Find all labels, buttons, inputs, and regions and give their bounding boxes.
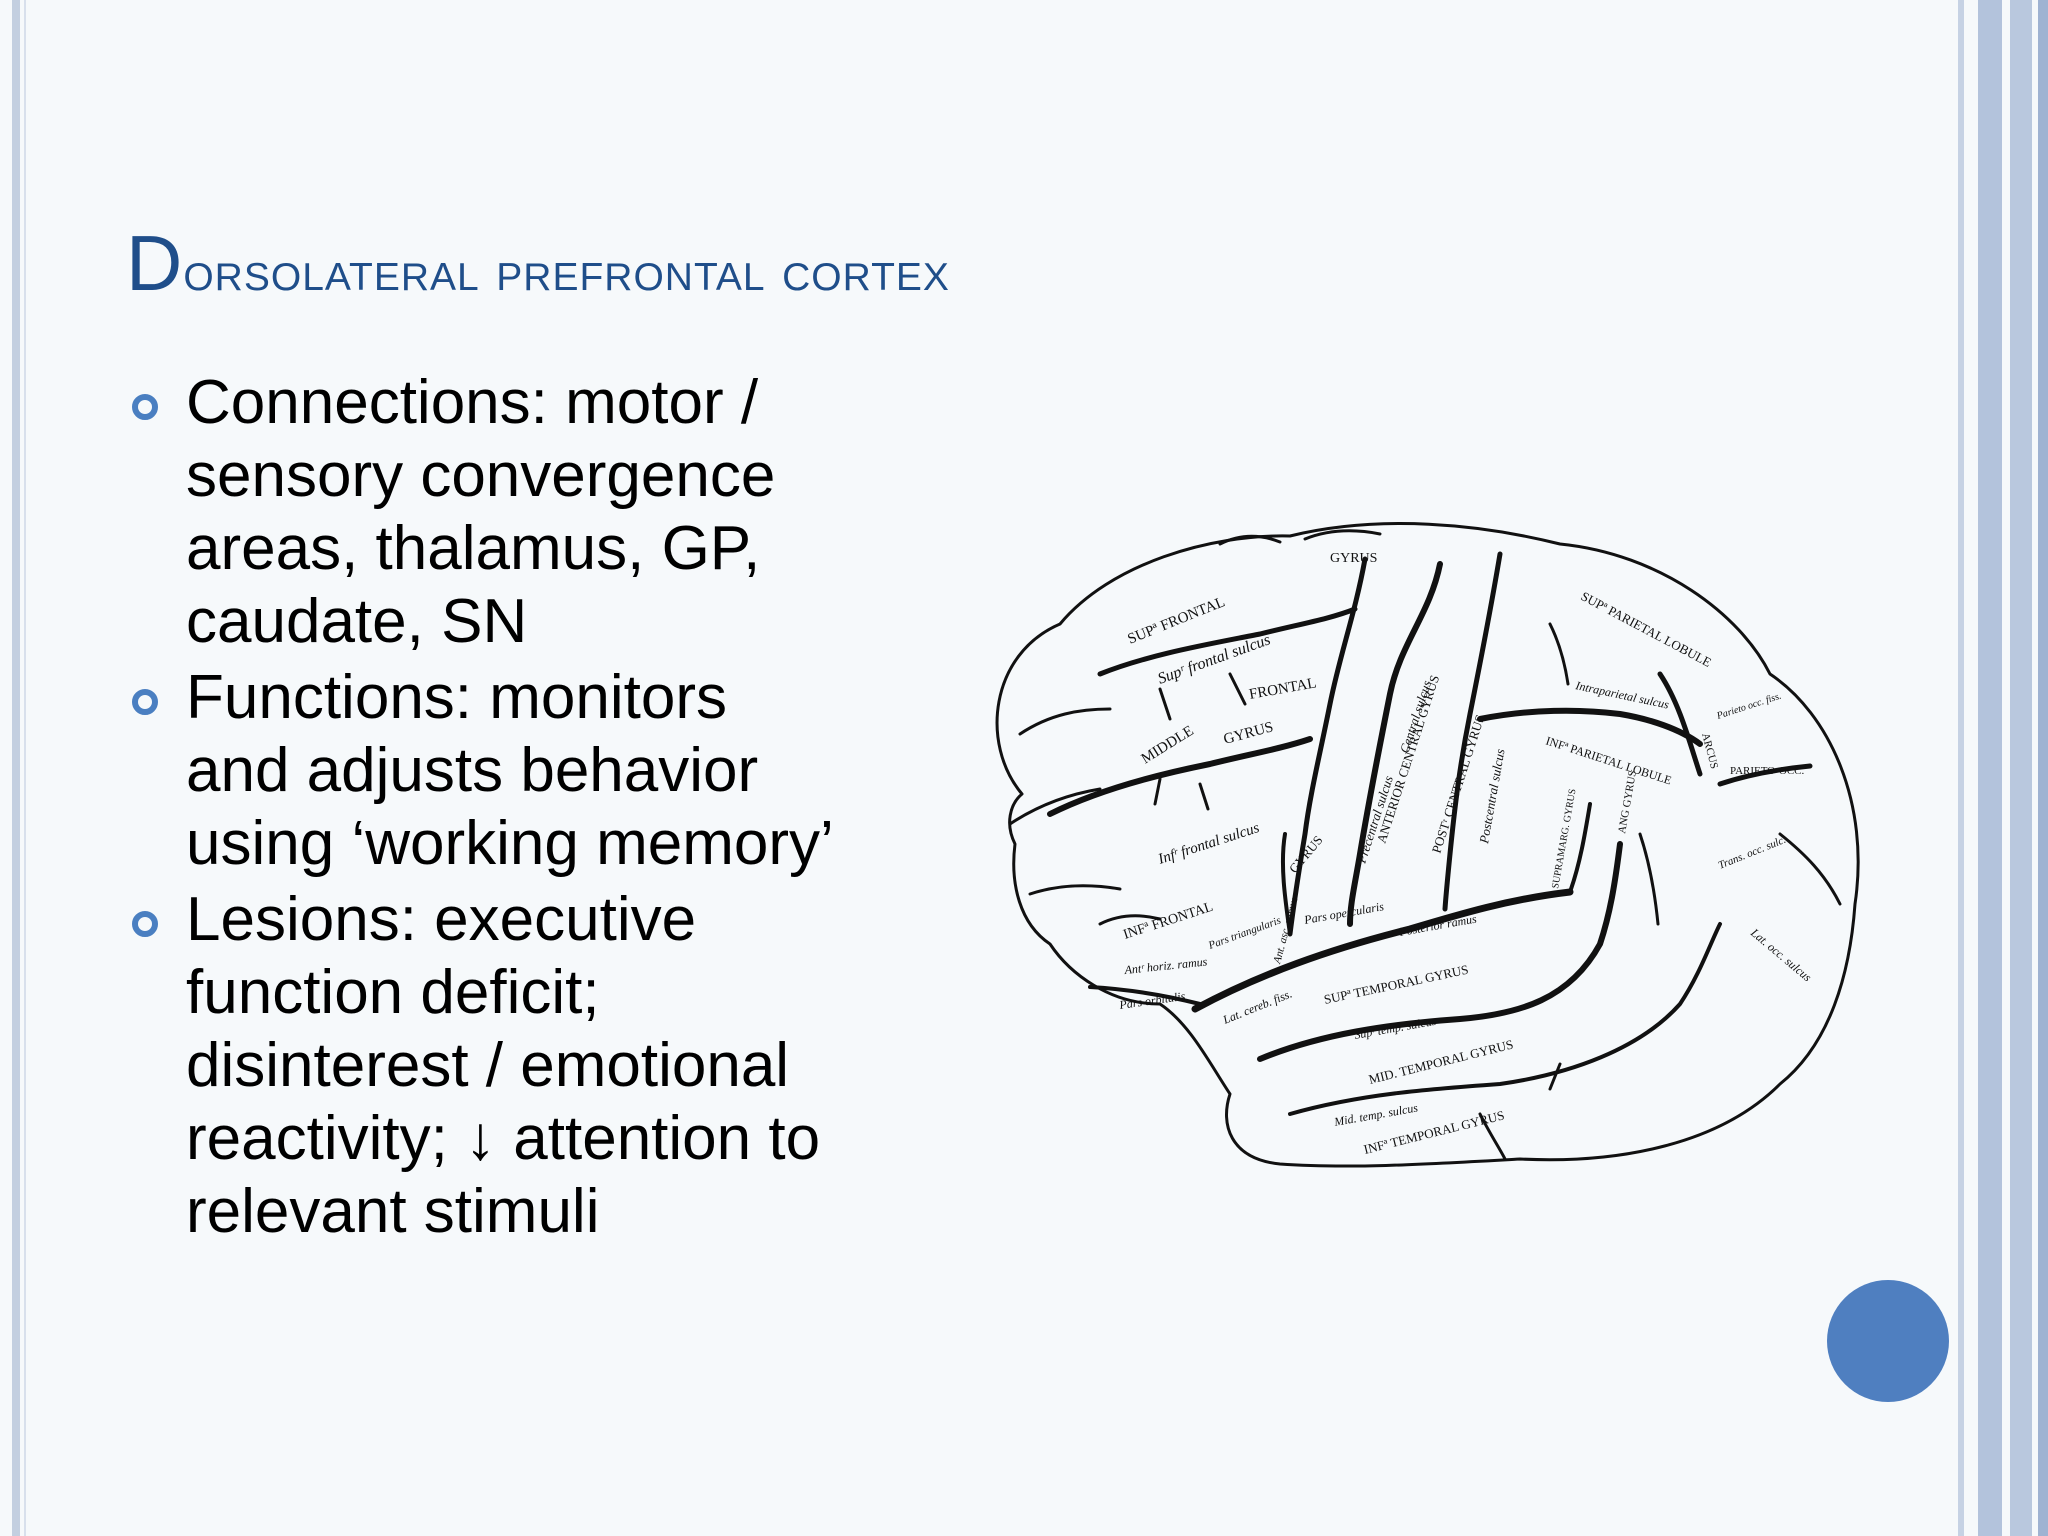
- frontal-minor-sulcus: [1228, 672, 1247, 706]
- title-rest: orsolateral prefrontal cortex: [183, 239, 950, 302]
- superior-temporal-sulcus: [1257, 841, 1623, 1062]
- parietal-mark: [1548, 622, 1570, 686]
- temporal-mark: [1478, 1112, 1507, 1161]
- label-arcus: ARCUS: [1699, 732, 1720, 771]
- bullet-line: Connections: motor /: [186, 368, 759, 437]
- label-lat-occ-sulcus: Lat. occ. sulcus: [1747, 925, 1814, 985]
- intraparietal-sulcus: [1477, 707, 1703, 747]
- label-parieto-occ: PARIETO-OCC.: [1730, 765, 1805, 777]
- label-pars-triangularis: Pars triangularis: [1206, 915, 1283, 953]
- label-mid-temporal-gyrus: MID. TEMPORAL GYRUS: [1367, 1036, 1515, 1086]
- label-sup-parietal-lobule: SUPª PARIETAL LOBULE: [1579, 588, 1714, 669]
- horizontal-ramus: [1088, 985, 1202, 1006]
- lateral-fissure: [1191, 888, 1574, 1013]
- slide-title: Dorsolateral prefrontal cortex: [126, 218, 950, 309]
- ring-bullet-icon: [132, 689, 158, 715]
- label-intraparietal-sulcus: Intraparietal sulcus: [1573, 678, 1670, 712]
- label-sup-temp-sulcus: Supʳ temp. sulcus: [1353, 1014, 1437, 1042]
- bullet-line: using ‘working memory’: [186, 809, 834, 878]
- label-sup-frontal: SUPª FRONTAL: [1126, 594, 1228, 648]
- bullet-line: areas, thalamus, GP,: [186, 514, 761, 583]
- brain-lateral-diagram: SUPª FRONTAL GYRUS Supʳ frontal sulcus M…: [995, 522, 1860, 1168]
- label-postcentral-sulcus: Postcentral sulcus: [1476, 748, 1508, 846]
- label-sup-frontal-sulcus: Supʳ frontal sulcus: [1156, 631, 1273, 688]
- left-border-rule-inner: [24, 0, 26, 1536]
- title-initial: D: [126, 219, 184, 307]
- right-border-band: [2010, 0, 2032, 1536]
- top-gyral-mark: [1303, 529, 1382, 541]
- bullet-line: relevant stimuli: [186, 1177, 600, 1246]
- right-border-band: [1958, 0, 1964, 1536]
- frontal-minor-sulcus: [1008, 787, 1102, 826]
- bullet-line: reactivity; ↓ attention to: [186, 1104, 821, 1173]
- bullet-item-lesions: Lesions: executive function deficit; dis…: [130, 883, 930, 1248]
- label-middle: MIDDLE: [1139, 723, 1197, 767]
- label-pars-opercularis: Pars opercularis: [1302, 899, 1385, 927]
- ring-bullet-icon: [132, 911, 158, 937]
- frontal-minor-sulcus: [1098, 914, 1162, 926]
- parieto-occipital-fissure: [1657, 671, 1703, 777]
- angular-mark: [1638, 832, 1660, 926]
- label-gyrus-mid: GYRUS: [1222, 719, 1275, 748]
- top-gyral-mark: [1218, 534, 1282, 546]
- label-ant-asc-ramus: Ant. asc. ramus: [1271, 896, 1301, 966]
- frontal-minor-sulcus: [1028, 884, 1122, 896]
- bullet-line: caudate, SN: [186, 587, 528, 656]
- ascending-ramus: [1280, 832, 1292, 936]
- bullet-item-connections: Connections: motor / sensory convergence…: [130, 366, 930, 658]
- label-sup-temporal-gyrus: SUPª TEMPORAL GYRUS: [1323, 962, 1470, 1007]
- slide-corner-circle: [1827, 1280, 1949, 1402]
- label-inf-parietal-lobule: INFª PARIETAL LOBULE: [1544, 734, 1673, 788]
- lateral-occipital-sulcus: [1778, 832, 1842, 906]
- postcentral-sulcus: [1442, 551, 1503, 912]
- brain-outline: [995, 522, 1860, 1168]
- left-border-rule: [12, 0, 20, 1536]
- label-parieto-occ-fiss: Parieto occ. fiss.: [1715, 691, 1783, 723]
- bullet-item-functions: Functions: monitors and adjusts behavior…: [130, 661, 930, 880]
- bullet-line: function deficit;: [186, 958, 600, 1027]
- posterior-ramus: [1568, 802, 1592, 894]
- bullet-line: and adjusts behavior: [186, 736, 759, 805]
- label-anterior-central-gyrus: ANTERIOR CENTRAL GYRUS: [1374, 673, 1443, 845]
- superior-frontal-sulcus: [1097, 606, 1358, 677]
- label-inf-frontal: INFª FRONTAL: [1122, 900, 1215, 943]
- ring-bullet-icon: [132, 394, 158, 420]
- temporal-mark: [1548, 1062, 1562, 1091]
- frontal-minor-sulcus: [1198, 782, 1210, 811]
- bullet-line: Lesions: executive: [186, 885, 697, 954]
- bullet-line: disinterest / emotional: [186, 1031, 790, 1100]
- transverse-occipital-sulcus: [1717, 763, 1813, 787]
- label-mid-temp-sulcus: Mid. temp. sulcus: [1332, 1100, 1419, 1129]
- label-gyrus-top: GYRUS: [1330, 551, 1377, 566]
- label-ant-horiz-ramus: Antʳ horiz. ramus: [1123, 954, 1208, 977]
- label-frontal: FRONTAL: [1248, 675, 1318, 703]
- precentral-sulcus: [1287, 556, 1368, 937]
- frontal-minor-sulcus: [1158, 687, 1172, 721]
- label-ang-gyrus: ANG GYRUS: [1616, 770, 1639, 835]
- frontal-minor-sulcus: [1153, 777, 1162, 806]
- label-inf-frontal-sulcus: Infʳ frontal sulcus: [1155, 820, 1261, 868]
- label-posterior-ramus: Posterior ramus: [1397, 912, 1478, 940]
- bullet-list: Connections: motor / sensory convergence…: [130, 366, 930, 1251]
- frontal-minor-sulcus: [1018, 707, 1112, 736]
- central-sulcus: [1347, 561, 1443, 927]
- bullet-line: Functions: monitors: [186, 663, 727, 732]
- inferior-temporal-sulcus: [1288, 922, 1722, 1116]
- right-border-band: [1978, 0, 2002, 1536]
- inferior-frontal-sulcus: [1047, 736, 1313, 817]
- right-border-band: [2038, 0, 2048, 1536]
- label-trans-occ-sulc: Trans. occ. sulc.: [1717, 834, 1788, 872]
- bullet-line: sensory convergence: [186, 441, 776, 510]
